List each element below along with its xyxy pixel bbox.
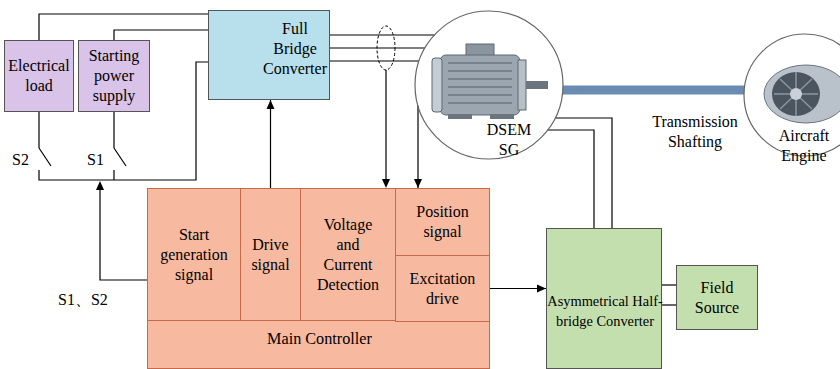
switch-blade bbox=[39, 148, 51, 166]
node-text: Start generation signal bbox=[150, 225, 238, 285]
wire bbox=[39, 14, 208, 40]
connector bbox=[267, 100, 275, 188]
controller-cell: Drive signal bbox=[240, 188, 301, 321]
controller-box: Main Controller Start generation signalDr… bbox=[147, 188, 490, 369]
connector bbox=[662, 285, 676, 305]
arrow-head bbox=[537, 285, 546, 293]
wire bbox=[662, 304, 676, 305]
node-text: Drive signal bbox=[243, 235, 299, 275]
motor-fins bbox=[448, 63, 512, 103]
controller-cell: Voltage and Current Detection bbox=[300, 188, 396, 321]
load-box: Electrical load bbox=[4, 40, 74, 112]
node-text: Excitation drive bbox=[403, 269, 483, 309]
node-text: Full Bridge Converter bbox=[261, 19, 329, 79]
engine-fan bbox=[772, 72, 820, 116]
switch-label: S1、S2 bbox=[58, 290, 108, 310]
wire bbox=[330, 34, 434, 35]
wire bbox=[113, 170, 114, 180]
circle-border bbox=[415, 11, 563, 159]
wire bbox=[555, 118, 612, 228]
node-text: Position signal bbox=[408, 202, 478, 242]
engine-hub bbox=[790, 88, 802, 100]
wire bbox=[417, 106, 418, 188]
node-text: Starting power supply bbox=[80, 46, 148, 106]
connector bbox=[39, 14, 208, 40]
switch-blade bbox=[114, 148, 126, 166]
node-text: Field Source bbox=[687, 278, 747, 318]
machine-circle: DSEM SG bbox=[414, 10, 564, 160]
fan-blades bbox=[774, 72, 818, 116]
wire bbox=[330, 60, 419, 61]
wire bbox=[38, 112, 39, 148]
wire bbox=[113, 112, 114, 148]
connector bbox=[490, 285, 546, 293]
edge-label: Transmission Shafting bbox=[645, 112, 745, 152]
node-text: Aircraft Engine bbox=[771, 126, 837, 166]
node-text: Electrical load bbox=[6, 56, 72, 96]
motor-foot bbox=[448, 114, 472, 119]
connector bbox=[414, 106, 422, 188]
supply-box: Starting power supply bbox=[78, 40, 150, 112]
motor-illustration bbox=[432, 44, 548, 119]
motor-cap bbox=[432, 58, 442, 112]
wire bbox=[330, 47, 425, 48]
connector bbox=[114, 30, 208, 40]
converter-box: Full Bridge Converter bbox=[208, 10, 330, 100]
wire bbox=[270, 100, 271, 188]
connector bbox=[548, 118, 612, 228]
controller-cell: Start generation signal bbox=[147, 188, 241, 321]
node-text: Asymmetrical Half-bridge Converter bbox=[547, 291, 663, 331]
arrow-head bbox=[414, 179, 422, 188]
node-text: DSEM SG bbox=[484, 120, 534, 160]
motor-flange bbox=[518, 60, 526, 110]
controller-cell: Excitation drive bbox=[395, 255, 490, 322]
engine-nacelle bbox=[764, 65, 840, 123]
converter-box: Asymmetrical Half-bridge Converter bbox=[546, 228, 662, 369]
terminal-box bbox=[466, 44, 494, 56]
controller-cell: Position signal bbox=[395, 188, 490, 256]
wire bbox=[563, 86, 744, 95]
connector bbox=[330, 35, 434, 61]
motor-foot bbox=[490, 114, 514, 119]
wire bbox=[114, 30, 208, 40]
motor-body bbox=[440, 55, 520, 115]
connector bbox=[563, 90, 744, 91]
source-box: Field Source bbox=[676, 265, 758, 330]
node-text: Voltage and Current Detection bbox=[315, 215, 381, 295]
wire bbox=[662, 284, 676, 285]
sense-line bbox=[385, 70, 386, 180]
arrow-head bbox=[96, 181, 104, 190]
wire bbox=[548, 130, 594, 228]
arrow-head bbox=[382, 179, 390, 188]
switch-label: S1 bbox=[87, 150, 104, 170]
engine-circle: Aircraft Engine bbox=[743, 33, 840, 157]
switch-label: S2 bbox=[12, 150, 29, 170]
control-line bbox=[100, 189, 147, 280]
arrow-head bbox=[267, 100, 275, 109]
node-text: Main Controller bbox=[148, 329, 491, 349]
engine-illustration bbox=[764, 65, 840, 123]
motor-shaft bbox=[526, 81, 548, 89]
